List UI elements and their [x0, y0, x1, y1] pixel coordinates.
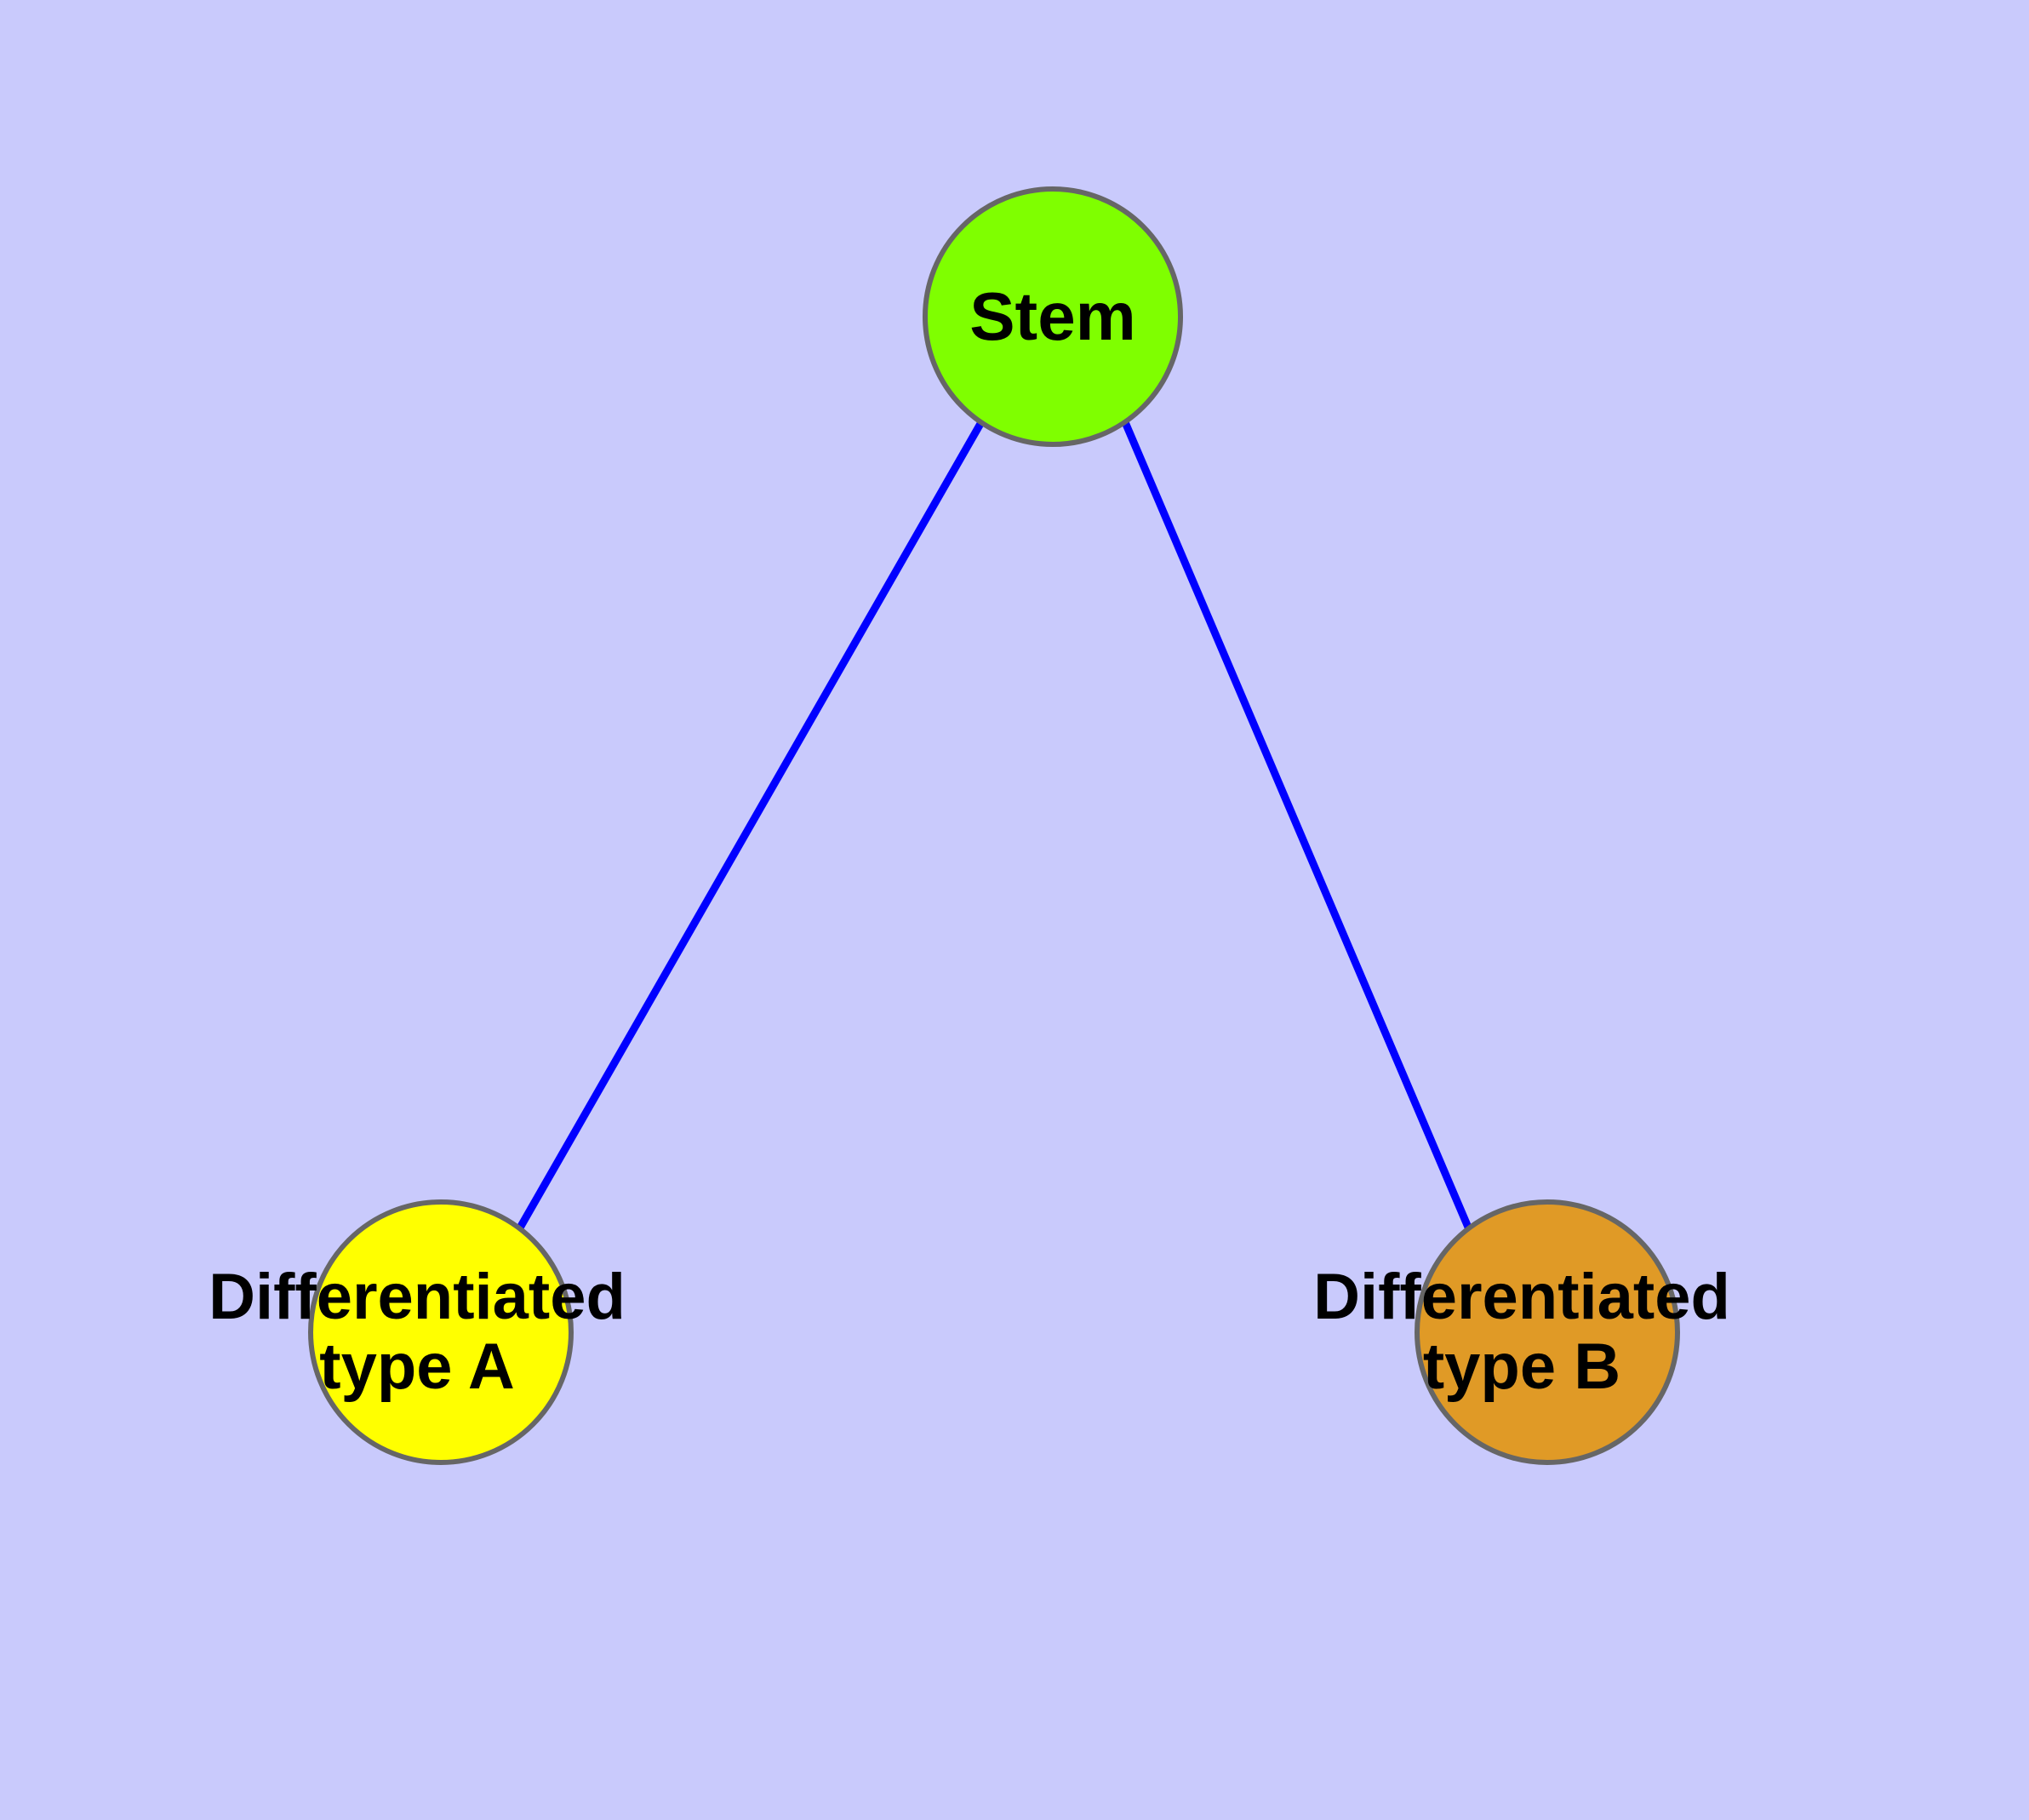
edge-stem-to-differentiated-b — [1121, 421, 1473, 1231]
edge-layer — [516, 420, 1473, 1232]
node-stem[interactable] — [923, 186, 1183, 447]
node-differentiated-type-b[interactable] — [1415, 1199, 1680, 1465]
node-differentiated-type-a[interactable] — [308, 1199, 574, 1465]
edge-stem-to-differentiated-a — [516, 420, 985, 1232]
node-layer — [308, 186, 1680, 1465]
